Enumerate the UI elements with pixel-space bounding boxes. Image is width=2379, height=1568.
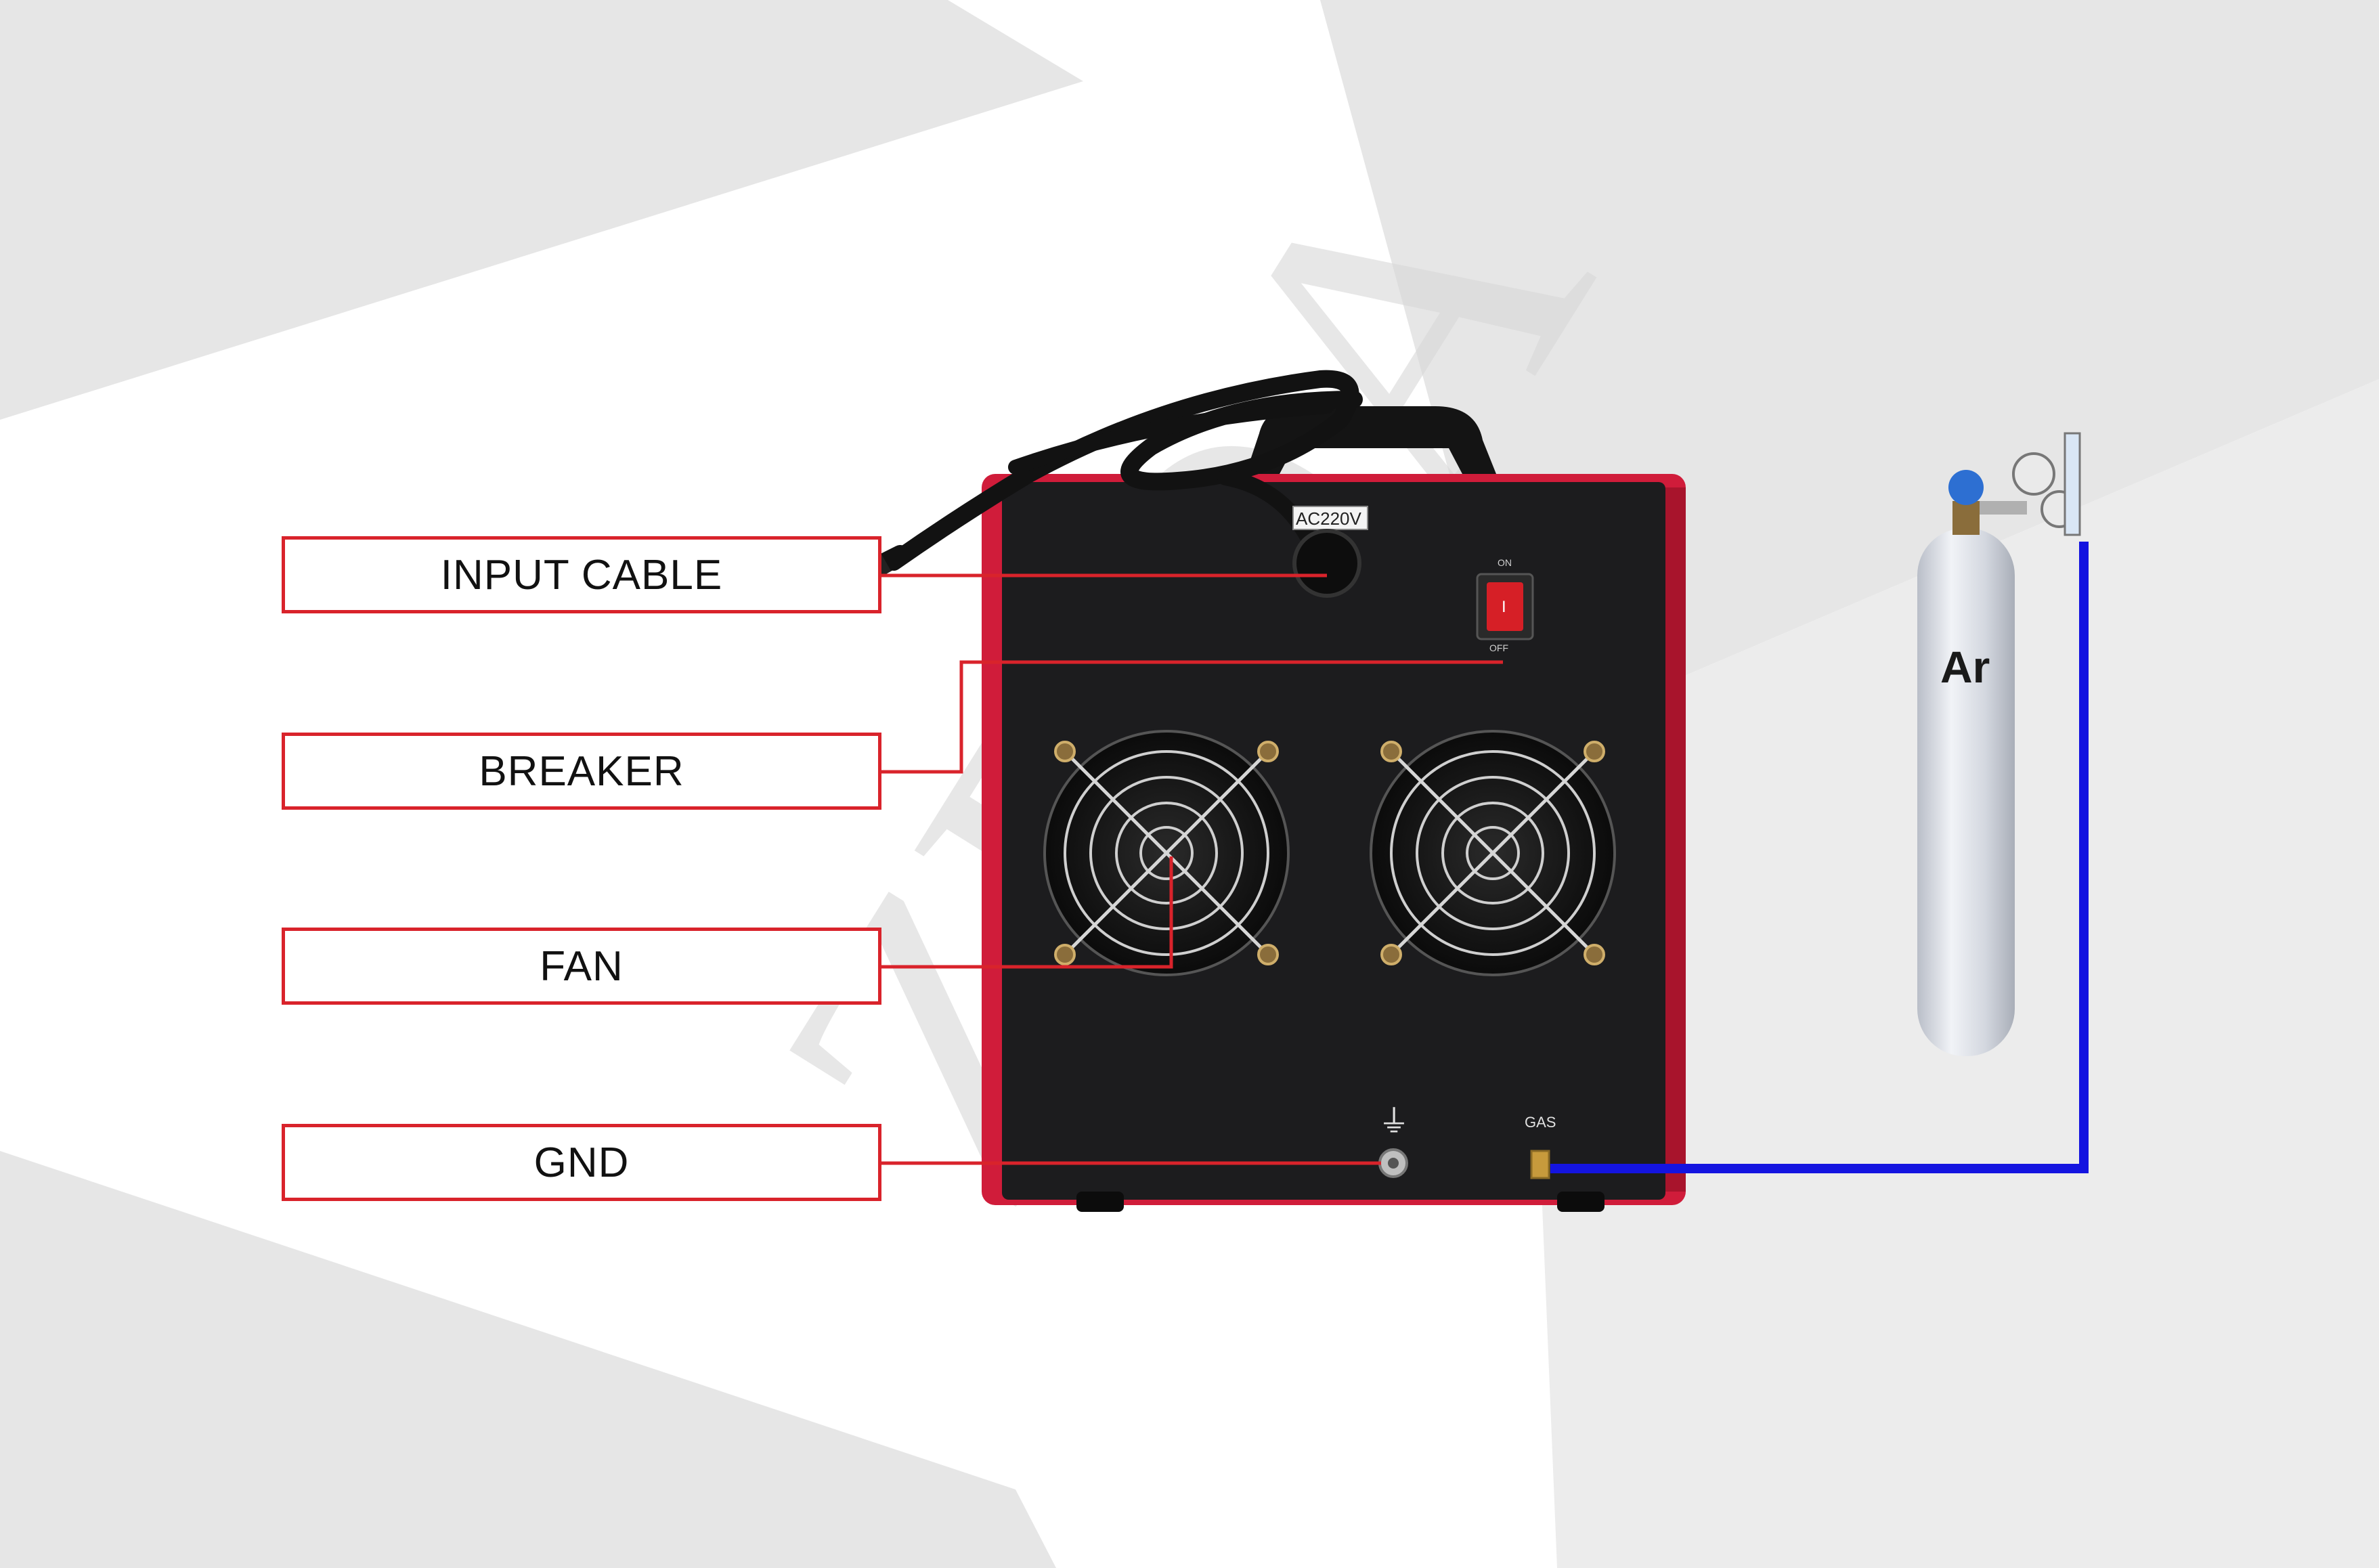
cylinder-gas-label: Ar	[1940, 642, 1990, 692]
ground-symbol-icon: ⏚	[1378, 1103, 1410, 1139]
fan-leader	[881, 856, 1173, 969]
argon-cylinder	[1917, 432, 2081, 1056]
label-input-cable-text: INPUT CABLE	[440, 551, 723, 598]
gas-hose	[1550, 542, 2089, 1173]
label-input-cable: INPUT CABLE	[282, 536, 881, 613]
ground-terminal	[1378, 1148, 1408, 1178]
label-breaker: BREAKER	[282, 733, 881, 810]
breaker-switch	[1476, 573, 1534, 640]
label-gnd: GND	[282, 1124, 881, 1201]
breaker-leader	[881, 660, 1503, 774]
label-fan: FAN	[282, 928, 881, 1005]
switch-on-label: ON	[1498, 557, 1512, 568]
gas-port	[1530, 1150, 1550, 1179]
label-fan-text: FAN	[540, 942, 624, 990]
callout-lines	[881, 573, 1503, 1165]
gas-port-label: GAS	[1525, 1114, 1556, 1131]
fan-right	[1371, 731, 1615, 975]
inlet-marking: AC220V	[1296, 508, 1361, 529]
cable-inlet	[1292, 506, 1368, 598]
switch-glyph: I	[1502, 598, 1506, 616]
label-gnd-text: GND	[533, 1139, 630, 1186]
switch-off-label: OFF	[1489, 643, 1508, 653]
carry-handle	[1246, 406, 1496, 474]
label-breaker-text: BREAKER	[479, 747, 684, 795]
fan-left	[1045, 731, 1288, 975]
